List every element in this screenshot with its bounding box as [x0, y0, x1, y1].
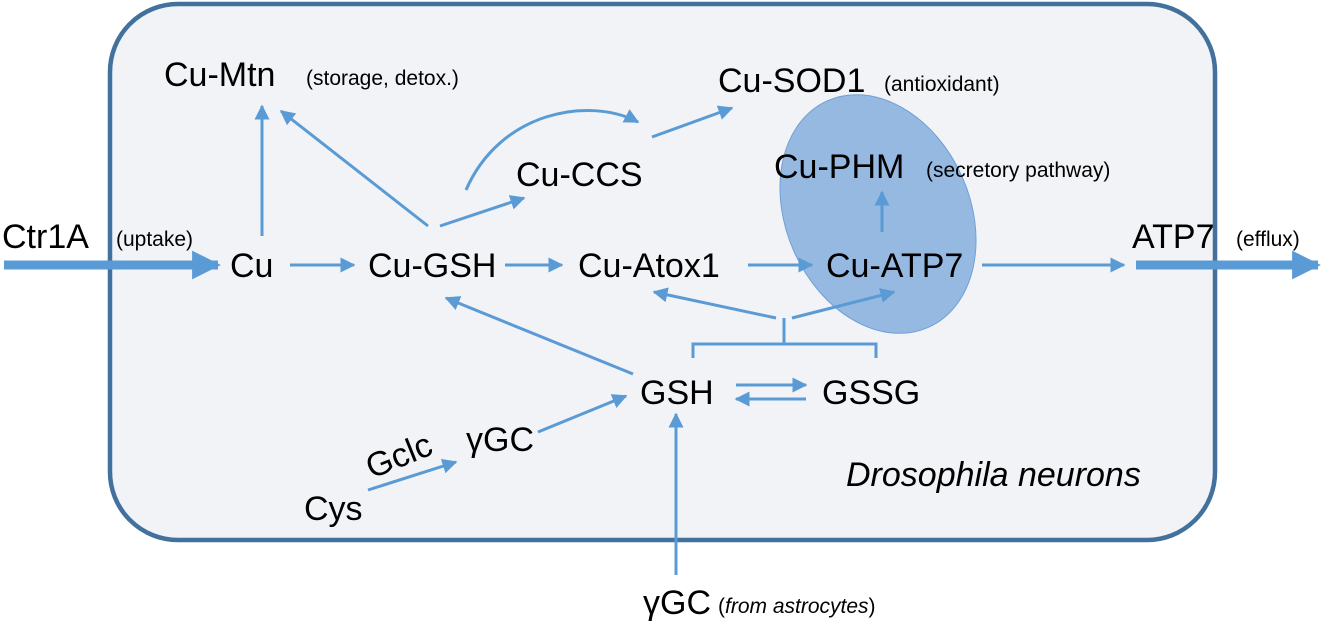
arrow-gammagc-to-gsh	[537, 394, 628, 434]
arrow-cugsh-to-cumtn	[279, 109, 429, 228]
external-gamma-gc-note: (from astrocytes)	[718, 595, 876, 618]
cys-label: Cys	[304, 490, 363, 528]
ctr1a-note: (uptake)	[116, 228, 193, 251]
note-from-astrocytes: from astrocytes	[725, 595, 869, 618]
cu-sod1-label: Cu-SOD1	[718, 62, 865, 100]
atp7-note: (efflux)	[1236, 228, 1300, 251]
note-close-paren: )	[869, 595, 876, 618]
atp7-label: ATP7	[1132, 218, 1215, 256]
gsh-gssg-bracket	[691, 318, 878, 358]
gssg-label: GSSG	[822, 374, 920, 412]
cu-ccs-label: Cu-CCS	[516, 156, 643, 194]
external-gamma-gc-label: γGC	[643, 584, 711, 622]
cu-atox1-label: Cu-Atox1	[578, 247, 720, 285]
cell-type-label: Drosophila neurons	[846, 456, 1141, 494]
ctr1a-label: Ctr1A	[2, 218, 89, 256]
note-open-paren: (	[718, 595, 725, 618]
secretory-pathway-ellipse	[779, 94, 977, 334]
arrow-cys-to-gammagc	[367, 458, 458, 492]
arrow-cugsh-to-cuccs	[439, 195, 526, 228]
arrow-bracket-to-cuatp7	[791, 288, 896, 320]
arrow-gsh-to-cugsh	[444, 296, 634, 376]
arrow-cuccs-to-cusod1	[651, 105, 734, 139]
cu-atp7-label: Cu-ATP7	[826, 247, 963, 285]
cu-phm-label: Cu-PHM	[774, 148, 904, 186]
arrow-curve-to-cusod1	[464, 109, 640, 191]
cu-gsh-label: Cu-GSH	[368, 247, 496, 285]
external-gamma-gc-name: γGC	[643, 584, 711, 622]
arrow-bracket-to-cuatox1	[652, 287, 777, 320]
gamma-gc-label: γGC	[466, 421, 534, 459]
cu-mtn-label: Cu-Mtn	[164, 56, 275, 94]
cu-phm-note: (secretory pathway)	[926, 159, 1110, 182]
cu-mtn-note: (storage, detox.)	[306, 67, 459, 90]
cu-label: Cu	[230, 247, 273, 285]
gsh-label: GSH	[640, 374, 714, 412]
neuron-cell-boundary	[107, 1, 1218, 543]
cu-sod1-note: (antioxidant)	[884, 73, 1000, 96]
pathway-arrows	[4, 104, 1321, 575]
